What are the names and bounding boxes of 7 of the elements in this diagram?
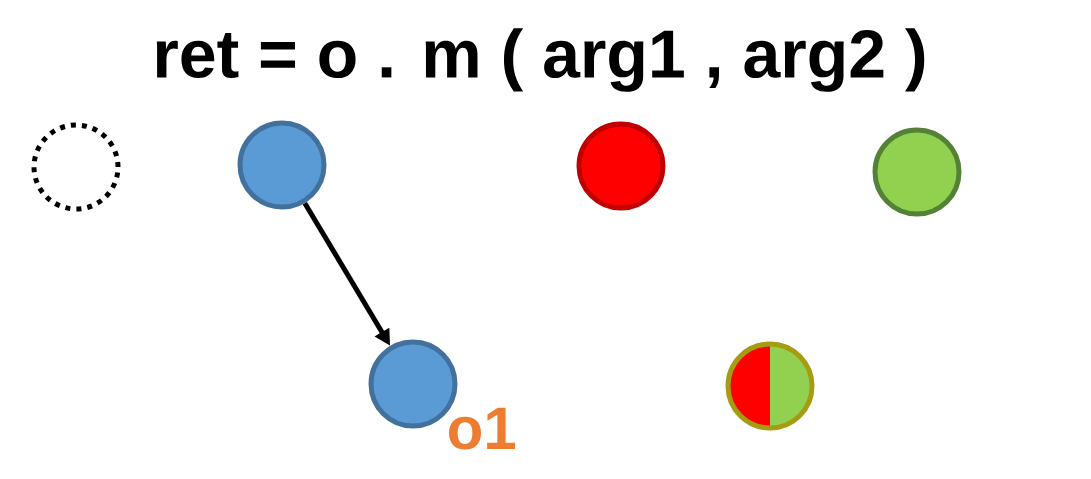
dotted-circle: [31, 122, 121, 212]
title: ret = o . m ( arg1 , arg2 ): [156, 28, 925, 92]
circle: [872, 127, 962, 217]
split-circle: [725, 341, 815, 431]
circle: [237, 120, 327, 210]
node-label: o1: [449, 407, 516, 450]
circle: [576, 121, 666, 211]
